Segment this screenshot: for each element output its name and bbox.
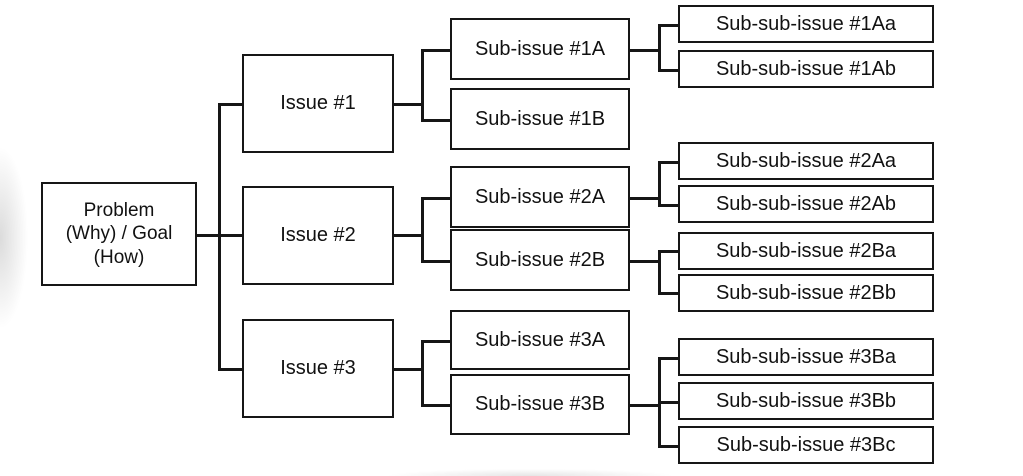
connector-sub-1a-to-1ab [658, 69, 680, 72]
connector-issue-1-to-sub-1a [421, 49, 451, 52]
node-sub-sub-issue-3bc[interactable]: Sub-sub-issue #3Bc [678, 426, 934, 464]
node-sub-sub-issue-3bb[interactable]: Sub-sub-issue #3Bb [678, 382, 934, 420]
connector-issue-3-to-sub-3b [421, 404, 451, 407]
node-sub-issue-2b[interactable]: Sub-issue #2B [450, 229, 630, 291]
connector-issue-1-stub [393, 103, 423, 106]
bottom-edge-shadow [330, 462, 730, 476]
connector-sub-2a-to-2ab [658, 204, 680, 207]
connector-issue-3-to-sub-3a [421, 340, 451, 343]
node-issue-3[interactable]: Issue #3 [242, 319, 394, 418]
connector-sub-3b-to-3bc [658, 445, 680, 448]
connector-issue-3-stub [393, 368, 423, 371]
connector-sub-2b-to-2ba [658, 250, 680, 253]
node-sub-sub-issue-1aa[interactable]: Sub-sub-issue #1Aa [678, 5, 934, 43]
connector-sub-3b-stub [628, 404, 660, 407]
connector-issue-2-stub [393, 234, 423, 237]
connector-issue-2-to-sub-2a [421, 197, 451, 200]
node-root-problem-goal[interactable]: Problem (Why) / Goal (How) [41, 182, 197, 286]
node-sub-issue-3a[interactable]: Sub-issue #3A [450, 310, 630, 370]
connector-root-spine [218, 103, 221, 370]
connector-sub-1a-to-1aa [658, 24, 680, 27]
node-sub-issue-2a[interactable]: Sub-issue #2A [450, 166, 630, 228]
connector-sub-2a-stub [628, 197, 660, 200]
connector-sub-2a-to-2aa [658, 161, 680, 164]
node-sub-sub-issue-2ab[interactable]: Sub-sub-issue #2Ab [678, 185, 934, 223]
node-sub-issue-1a[interactable]: Sub-issue #1A [450, 18, 630, 80]
node-sub-sub-issue-2aa[interactable]: Sub-sub-issue #2Aa [678, 142, 934, 180]
connector-root-to-issue-1 [218, 103, 244, 106]
node-issue-2[interactable]: Issue #2 [242, 186, 394, 285]
connector-sub-2a-spine [658, 161, 661, 206]
connector-root-to-issue-2 [218, 234, 244, 237]
connector-issue-2-to-sub-2b [421, 260, 451, 263]
node-sub-issue-1b[interactable]: Sub-issue #1B [450, 88, 630, 150]
node-sub-issue-3b[interactable]: Sub-issue #3B [450, 374, 630, 435]
connector-issue-1-spine [421, 49, 424, 121]
node-sub-sub-issue-2bb[interactable]: Sub-sub-issue #2Bb [678, 274, 934, 312]
node-sub-sub-issue-3ba[interactable]: Sub-sub-issue #3Ba [678, 338, 934, 376]
connector-sub-2b-spine [658, 250, 661, 294]
node-sub-sub-issue-1ab[interactable]: Sub-sub-issue #1Ab [678, 50, 934, 88]
connector-sub-3b-to-3ba [658, 357, 680, 360]
connector-sub-2b-stub [628, 260, 660, 263]
connector-root-stub [196, 234, 220, 237]
connector-issue-2-spine [421, 197, 424, 262]
node-issue-1[interactable]: Issue #1 [242, 54, 394, 153]
connector-issue-1-to-sub-1b [421, 119, 451, 122]
connector-sub-2b-to-2bb [658, 292, 680, 295]
connector-sub-1a-spine [658, 24, 661, 71]
connector-sub-1a-stub [628, 49, 660, 52]
left-edge-shadow [0, 0, 34, 476]
connector-sub-3b-to-3bb [658, 401, 680, 404]
node-sub-sub-issue-2ba[interactable]: Sub-sub-issue #2Ba [678, 232, 934, 270]
connector-issue-3-spine [421, 340, 424, 406]
connector-root-to-issue-3 [218, 368, 244, 371]
